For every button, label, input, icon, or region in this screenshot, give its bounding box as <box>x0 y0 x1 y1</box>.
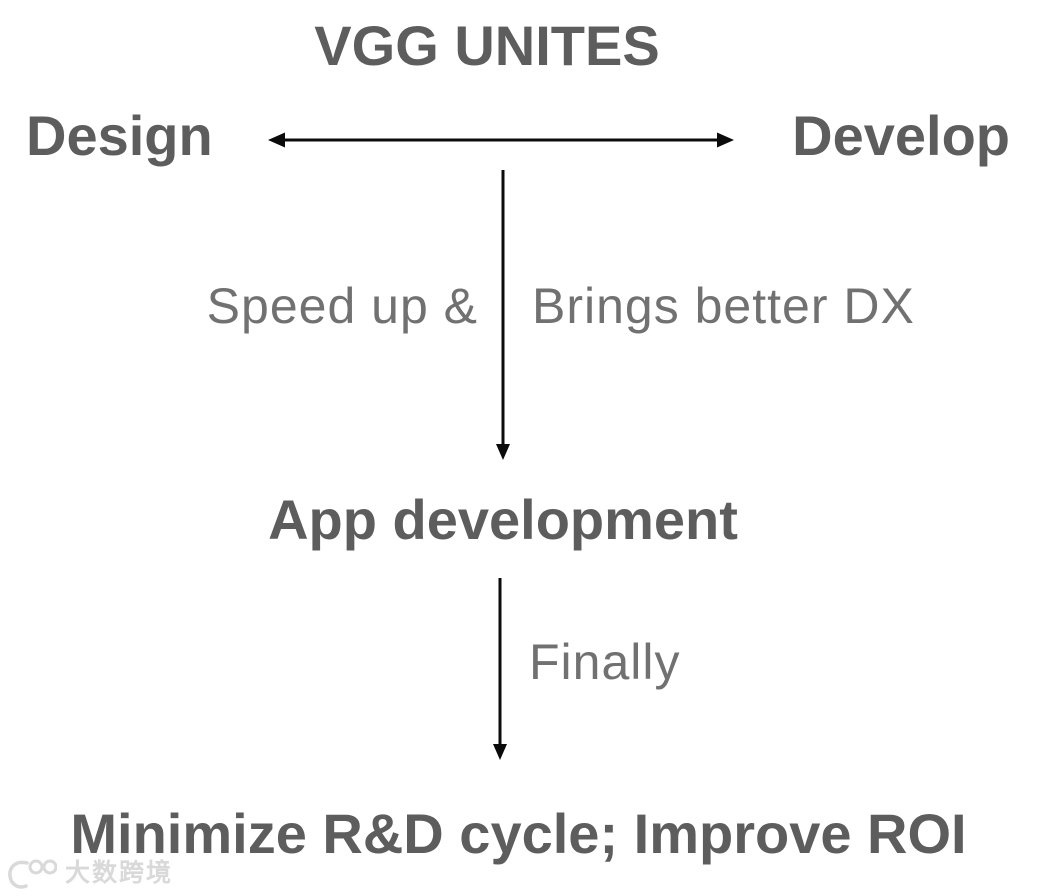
node-design: Design <box>26 104 213 167</box>
watermark-brand: 大数跨境 <box>65 858 174 887</box>
watermark: 大数跨境 <box>5 856 173 890</box>
watermark-logo-icon <box>8 859 57 889</box>
node-app-development: App development <box>268 488 738 551</box>
node-develop: Develop <box>792 104 1010 167</box>
node-result: Minimize R&D cycle; Improve ROI <box>70 802 967 865</box>
app-to-result-arrow-icon <box>493 578 507 760</box>
edge-label-brings-dx: Brings better DX <box>532 278 915 334</box>
edge-label-speed-up: Speed up & <box>206 278 478 334</box>
design-develop-double-arrow-icon <box>268 132 734 148</box>
edge-label-finally: Finally <box>529 634 681 690</box>
unite-to-app-arrow-icon <box>496 170 510 460</box>
diagram-title: VGG UNITES <box>314 14 660 77</box>
